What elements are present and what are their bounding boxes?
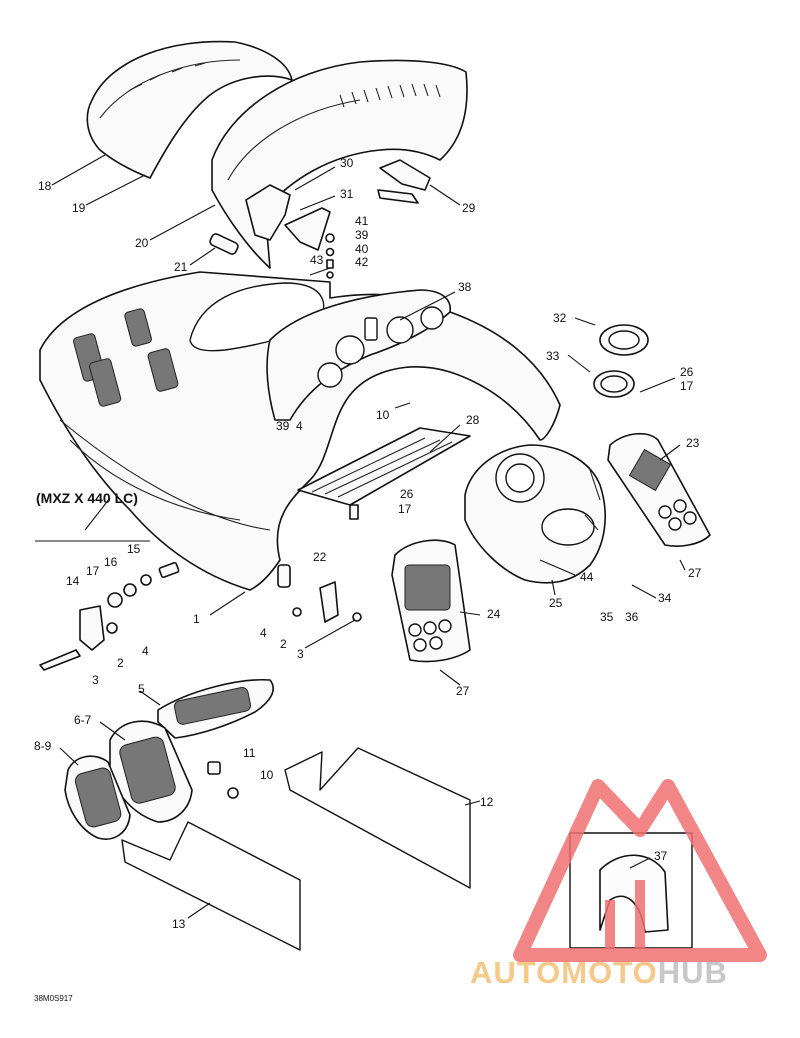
model-variant-label: (MXZ X 440 LC) bbox=[36, 490, 138, 506]
callout-5: 5 bbox=[138, 682, 145, 696]
part-10-screw bbox=[227, 787, 239, 799]
drawing-code: 38M0S917 bbox=[34, 994, 73, 1003]
callout-22: 22 bbox=[313, 550, 327, 564]
part-31-plate bbox=[284, 207, 331, 251]
part-20-windshield bbox=[211, 59, 468, 269]
callout-21: 21 bbox=[174, 260, 188, 274]
watermark-text-2: HUB bbox=[657, 955, 728, 990]
callout-15: 15 bbox=[127, 542, 141, 556]
callout-30: 30 bbox=[340, 156, 354, 170]
callout-16: 16 bbox=[104, 555, 118, 569]
callout-1: 1 bbox=[193, 612, 200, 626]
part-30-bracket bbox=[245, 184, 291, 241]
callout-38: 38 bbox=[458, 280, 472, 294]
callout-19: 19 bbox=[72, 201, 86, 215]
callout-33: 33 bbox=[546, 349, 560, 363]
part-32-bezel-ring bbox=[599, 324, 649, 356]
callout-18: 18 bbox=[38, 179, 52, 193]
callout-4-left: 4 bbox=[142, 644, 149, 658]
callout-39-center: 39 bbox=[276, 419, 290, 433]
part-6-7-intake bbox=[109, 720, 193, 823]
leader-lines bbox=[35, 154, 686, 919]
part-12-pad bbox=[284, 747, 471, 889]
callout-4-center: 4 bbox=[296, 419, 303, 433]
callout-8-9: 8-9 bbox=[34, 739, 52, 753]
callout-24: 24 bbox=[487, 607, 501, 621]
hardware-cluster-left bbox=[39, 561, 180, 671]
hardware-cluster-center bbox=[292, 581, 362, 623]
callout-40: 40 bbox=[355, 242, 369, 256]
callout-14: 14 bbox=[66, 574, 80, 588]
callout-17-right: 17 bbox=[680, 379, 694, 393]
callout-4-center-low: 4 bbox=[260, 626, 267, 640]
callout-27-right: 27 bbox=[688, 566, 702, 580]
watermark-text-1: AUTOMOTO bbox=[470, 955, 658, 990]
part-38-gauge-panel bbox=[266, 289, 451, 421]
callout-31: 31 bbox=[340, 187, 354, 201]
watermark-logo: AUTOMOTOHUB bbox=[470, 955, 728, 991]
part-23-side-panel bbox=[607, 432, 711, 547]
callout-17-left: 17 bbox=[86, 564, 100, 578]
part-11-clip bbox=[207, 761, 221, 775]
callout-35: 35 bbox=[600, 610, 614, 624]
callout-labels: 18 19 20 21 30 31 29 41 39 40 43 42 38 3… bbox=[34, 156, 702, 931]
fastener-stack-41-42 bbox=[325, 233, 335, 279]
callout-32: 32 bbox=[553, 311, 567, 325]
part-37-inset-box bbox=[569, 832, 693, 949]
callout-3-center: 3 bbox=[297, 647, 304, 661]
callout-28: 28 bbox=[466, 413, 480, 427]
callout-34: 34 bbox=[658, 591, 672, 605]
callout-6-7: 6-7 bbox=[74, 713, 92, 727]
part-28-tray bbox=[297, 427, 471, 520]
part-25-console bbox=[464, 444, 606, 584]
callout-39-top: 39 bbox=[355, 228, 369, 242]
callout-44: 44 bbox=[580, 570, 594, 584]
callout-17-center: 17 bbox=[398, 502, 412, 516]
callout-43: 43 bbox=[310, 253, 324, 267]
callout-26-right: 26 bbox=[680, 365, 694, 379]
callout-25: 25 bbox=[549, 596, 563, 610]
callout-10-center: 10 bbox=[376, 408, 390, 422]
part-33-gasket-ring bbox=[593, 370, 635, 398]
part-24-front-grille bbox=[391, 539, 471, 663]
callout-10-low: 10 bbox=[260, 768, 274, 782]
part-5-vent-duct bbox=[157, 678, 274, 739]
part-18-upper-cowl bbox=[86, 40, 293, 179]
callout-2-left: 2 bbox=[117, 656, 124, 670]
callout-37: 37 bbox=[654, 849, 668, 863]
part-13-pad bbox=[121, 821, 301, 951]
callout-36: 36 bbox=[625, 610, 639, 624]
watermark-triangle bbox=[513, 779, 767, 962]
callout-42: 42 bbox=[355, 255, 369, 269]
callout-3-left: 3 bbox=[92, 673, 99, 687]
callout-20: 20 bbox=[135, 236, 149, 250]
callout-12: 12 bbox=[480, 795, 494, 809]
callout-41: 41 bbox=[355, 214, 369, 228]
callout-23: 23 bbox=[686, 436, 700, 450]
callout-2-center: 2 bbox=[280, 637, 287, 651]
callout-26-center: 26 bbox=[400, 487, 414, 501]
callout-27-center: 27 bbox=[456, 684, 470, 698]
part-29-deflector bbox=[379, 159, 431, 191]
part-21-clip bbox=[209, 233, 239, 255]
part-8-9-intake bbox=[64, 755, 131, 840]
callout-13: 13 bbox=[172, 917, 186, 931]
callout-11: 11 bbox=[243, 746, 256, 760]
callout-29: 29 bbox=[462, 201, 476, 215]
part-29b-strip bbox=[377, 189, 419, 204]
